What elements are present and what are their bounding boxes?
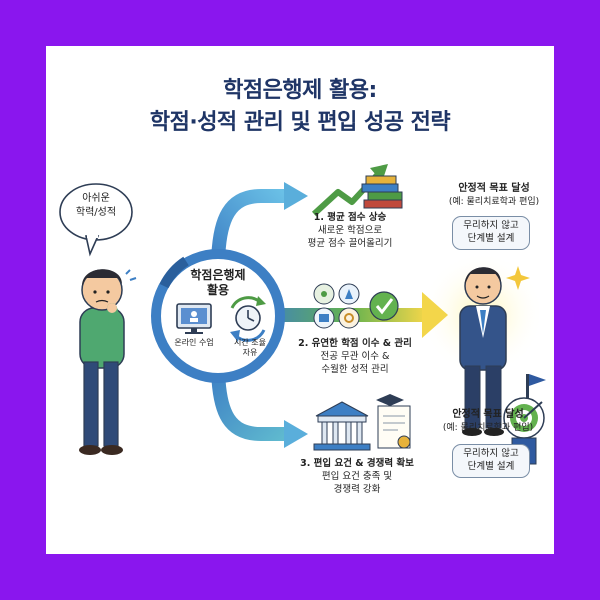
subject-icons [313, 283, 360, 329]
step-3: 3. 편입 요건 & 경쟁력 확보 편입 요건 충족 및 경쟁력 강화 [282, 458, 432, 496]
student-bubble-text: 아쉬운 학력/성적 [60, 192, 132, 219]
step-3-title: 3. 편입 요건 & 경쟁력 확보 [300, 458, 414, 469]
goal-top-note-line-1: 무리하지 않고 [463, 220, 519, 231]
step-2-desc-2: 수월한 성적 관리 [321, 363, 389, 375]
step-3-desc-1: 편입 요건 충족 및 [321, 470, 393, 482]
infographic-card: 학점은행제 활용: 학점·성적 관리 및 편입 성공 전략 [46, 46, 554, 554]
time-flex-line-2: 자유 [242, 348, 258, 357]
step-3-desc-2: 경쟁력 강화 [333, 483, 381, 495]
goal-bottom-example: (예: 물리치료학과 편입) [442, 422, 534, 433]
title-line-2: 학점·성적 관리 및 편입 성공 전략 [149, 110, 451, 135]
step-1: 1. 평균 점수 상승 새로운 학점으로 평균 점수 끌어올리기 [282, 212, 418, 250]
goal-bottom-note-line-1: 무리하지 않고 [463, 448, 519, 459]
step-1-desc-1: 새로운 학점으로 [317, 224, 383, 236]
time-flex-label: 시간 조율 자유 [224, 338, 276, 358]
flow-diagram [59, 164, 546, 465]
goal-top: 안정적 목표 달성 (예: 물리치료학과 편입) [436, 182, 552, 208]
student-bubble-line-2: 학력/성적 [75, 206, 117, 218]
certificate-icon [376, 394, 411, 449]
goal-top-title: 안정적 목표 달성 [458, 183, 530, 194]
check-circle-icon [369, 291, 399, 321]
step-2-title: 2. 유연한 학점 이수 & 관리 [298, 338, 412, 349]
monitor-icon [176, 303, 212, 334]
title-line-1: 학점은행제 활용: [223, 78, 377, 103]
clock-cycle-icon [230, 296, 266, 342]
step-1-title: 1. 평균 점수 상승 [313, 212, 387, 223]
goal-top-example: (예: 물리치료학과 편입) [448, 196, 540, 207]
hub-title: 학점은행제 활용 [168, 268, 268, 298]
hub-circle [151, 249, 285, 383]
goal-bottom-note-line-2: 단계별 설계 [467, 460, 515, 472]
goal-top-note: 무리하지 않고 단계별 설계 [452, 216, 530, 250]
university-building-icon [313, 401, 371, 451]
goal-bottom: 안정적 목표 달성 (예: 물리치료학과 편입) [430, 408, 546, 434]
online-class-label: 온라인 수업 [174, 338, 214, 347]
confident-person-figure [459, 267, 507, 436]
step-2-desc-1: 전공 무관 이수 & [320, 350, 390, 362]
student-bubble-line-1: 아쉬운 [82, 193, 110, 204]
worried-student-figure [79, 269, 137, 455]
time-flex-line-1: 시간 조율 [234, 338, 266, 347]
step-2: 2. 유연한 학점 이수 & 관리 전공 무관 이수 & 수월한 성적 관리 [280, 338, 430, 376]
step-1-desc-2: 평균 점수 끌어올리기 [307, 237, 393, 249]
goal-bottom-note: 무리하지 않고 단계별 설계 [452, 444, 530, 478]
goal-top-note-line-2: 단계별 설계 [467, 232, 515, 244]
hub-title-line-2: 활용 [206, 283, 230, 297]
thought-cloud [59, 183, 133, 257]
hub-title-line-1: 학점은행제 [190, 268, 246, 282]
goal-bottom-title: 안정적 목표 달성 [452, 409, 524, 420]
books-icon [361, 175, 403, 209]
sparkle-icon [506, 266, 530, 290]
